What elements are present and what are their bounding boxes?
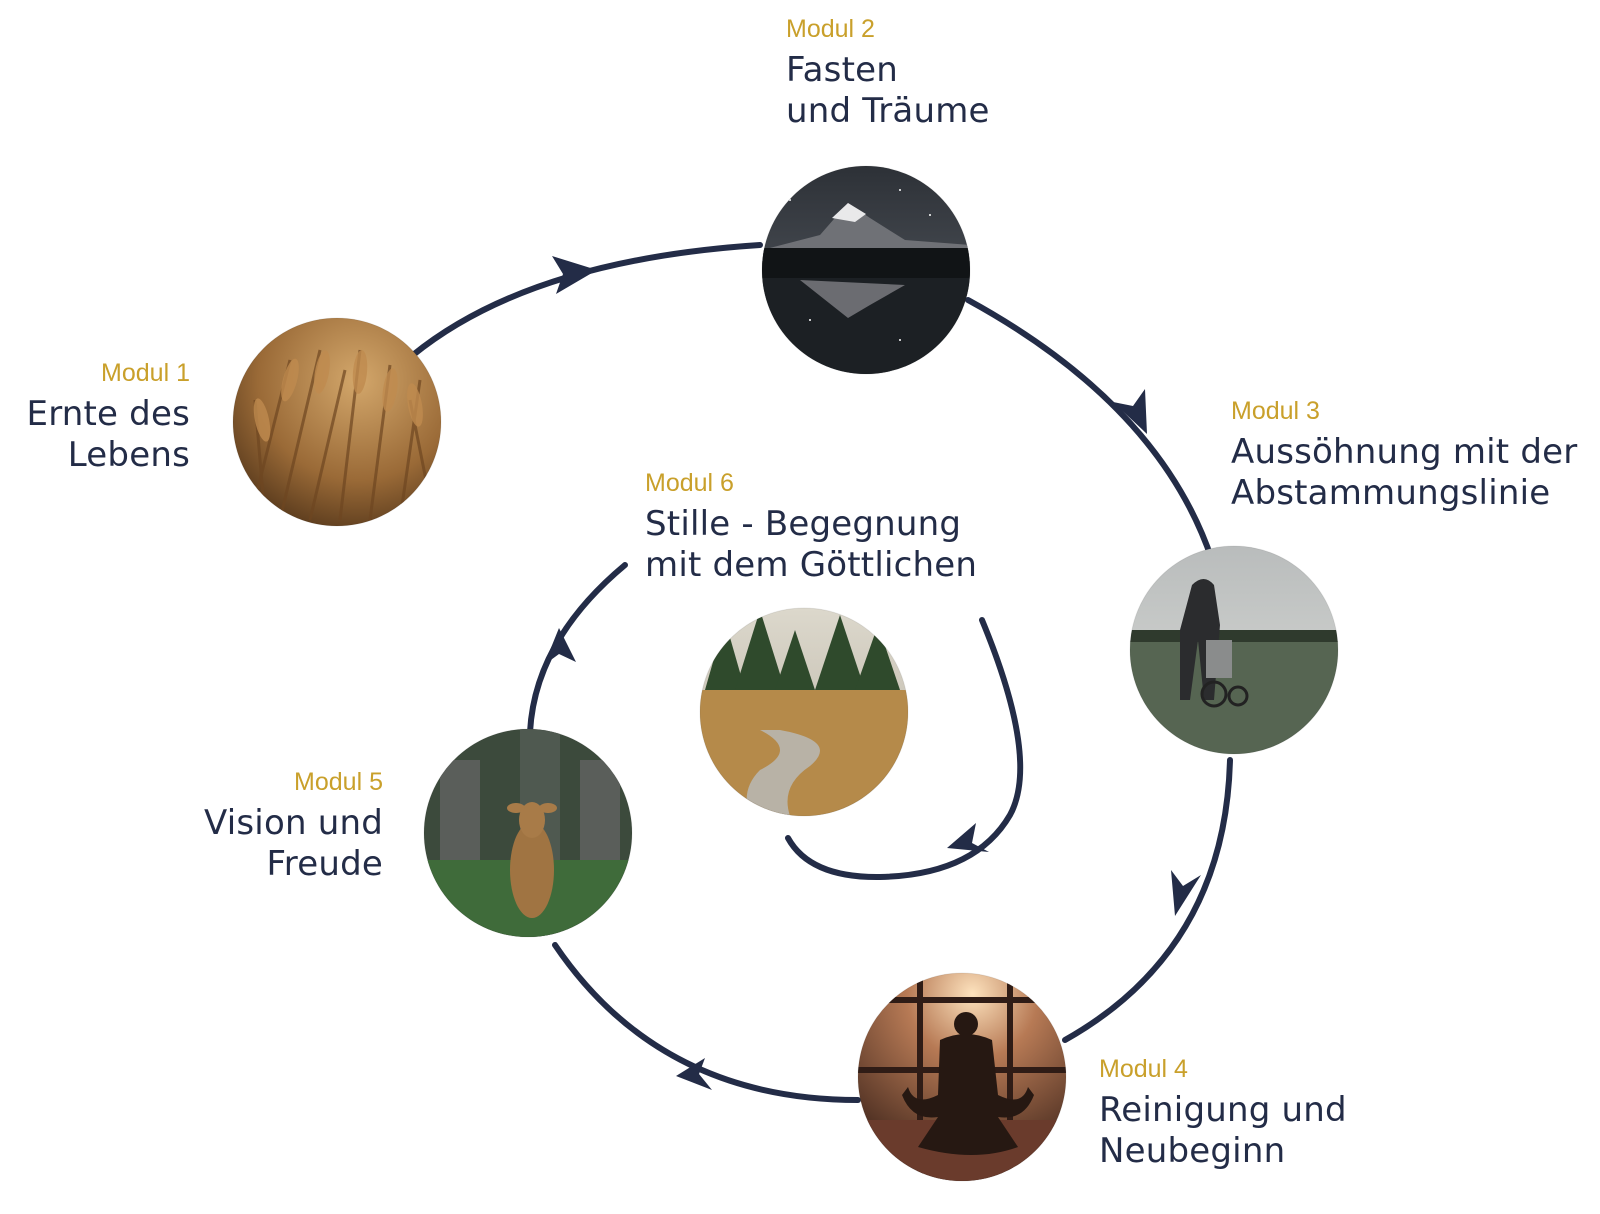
module-6-number: Modul 6 <box>645 469 734 497</box>
arrowhead-4 <box>676 1058 712 1090</box>
module-6-title: Stille - Begegnung mit dem Göttlichen <box>645 504 977 586</box>
module-4-title-line-1: Reinigung und <box>1099 1090 1347 1130</box>
arrowhead-2 <box>1113 389 1147 434</box>
arrowhead-1 <box>552 256 597 294</box>
module-1-label: Modul 1 Ernte des Lebens <box>27 358 190 476</box>
wheelchair-field-photo <box>1130 546 1338 754</box>
module-1-title-line-1: Ernte des <box>26 394 190 434</box>
wheat-field-photo <box>233 318 441 526</box>
module-6-title-line-2: mit dem Göttlichen <box>645 545 978 585</box>
arc-4-to-5 <box>552 942 861 1103</box>
module-5-title-line-1: Vision und <box>204 803 383 843</box>
arc-1-to-2 <box>410 242 763 358</box>
arrowhead-3 <box>1171 870 1201 916</box>
module-3-title-line-2: Abstammungslinie <box>1231 473 1551 513</box>
module-1-title: Ernte des Lebens <box>27 394 190 476</box>
module-2-title-line-1: Fasten <box>786 50 898 90</box>
arc-5-to-6 <box>527 562 628 735</box>
module-6-title-line-1: Stille - Begegnung <box>645 504 962 544</box>
boardwalk-forest-photo <box>700 608 908 816</box>
arc-3-to-4 <box>1062 757 1233 1043</box>
arrowheads <box>544 256 1201 1090</box>
module-5-title-line-2: Freude <box>266 844 383 884</box>
module-1-title-line-2: Lebens <box>67 435 190 475</box>
module-4-title-line-2: Neubeginn <box>1099 1131 1286 1171</box>
arc-2-to-3 <box>965 297 1215 563</box>
module-3-title: Aussöhnung mit der Abstammungslinie <box>1231 432 1577 514</box>
mountain-lake-night-photo <box>762 166 970 374</box>
arrowhead-6 <box>947 823 989 852</box>
module-2-title: Fasten und Träume <box>786 50 990 132</box>
module-1-number: Modul 1 <box>101 359 190 387</box>
module-3-title-line-1: Aussöhnung mit der <box>1231 432 1578 472</box>
module-2-number: Modul 2 <box>786 15 875 43</box>
module-5-number: Modul 5 <box>294 768 383 796</box>
module-2-label: Modul 2 Fasten und Träume <box>786 14 990 132</box>
module-3-label: Modul 3 Aussöhnung mit der Abstammungsli… <box>1231 396 1577 514</box>
module-4-number: Modul 4 <box>1099 1055 1188 1083</box>
module-5-title: Vision und Freude <box>204 803 383 885</box>
module-2-title-line-2: und Träume <box>786 91 990 131</box>
deer-shrine-photo <box>424 729 632 937</box>
meditation-window-photo <box>858 973 1066 1181</box>
arrowhead-5 <box>544 628 576 665</box>
module-4-label: Modul 4 Reinigung und Neubeginn <box>1099 1054 1347 1172</box>
module-3-number: Modul 3 <box>1231 397 1320 425</box>
module-5-label: Modul 5 Vision und Freude <box>204 767 383 885</box>
module-4-title: Reinigung und Neubeginn <box>1099 1090 1347 1172</box>
module-6-label: Modul 6 Stille - Begegnung mit dem Göttl… <box>645 468 977 586</box>
